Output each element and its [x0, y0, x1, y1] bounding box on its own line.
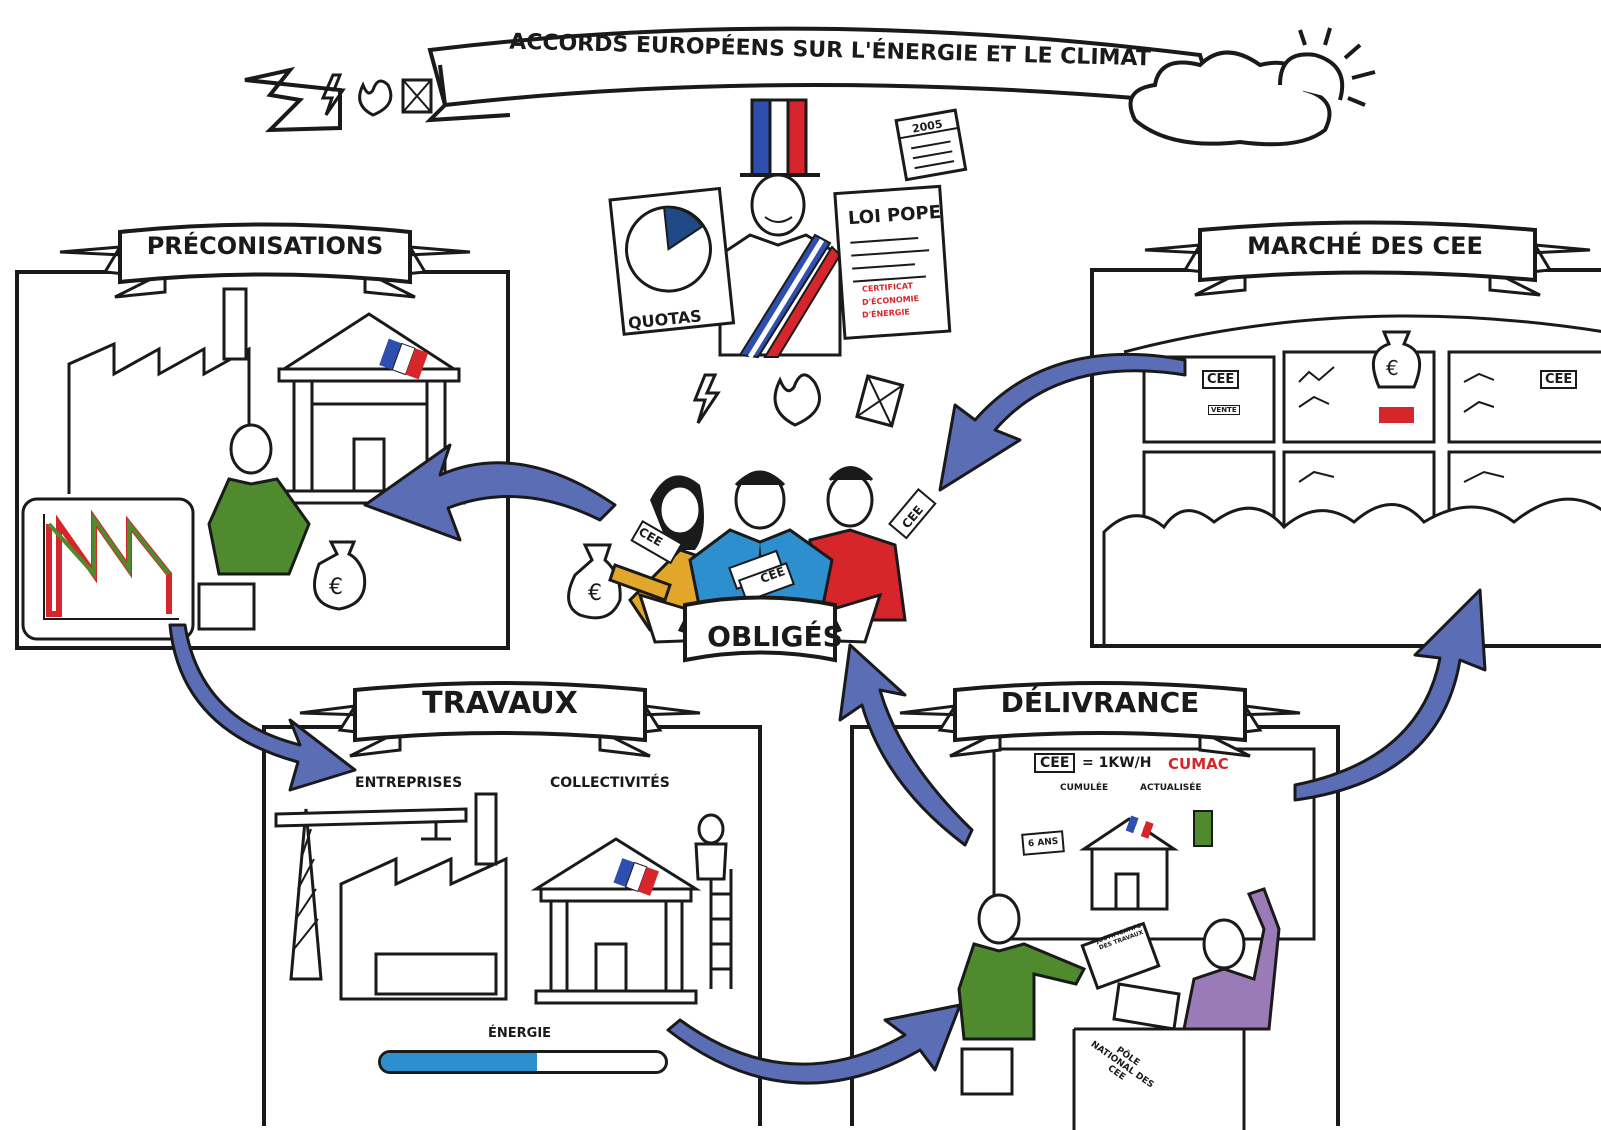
delivrance-cumulee: CUMULÉE: [1060, 783, 1109, 793]
ribbon-marche: [1140, 210, 1595, 300]
top-banner: [240, 10, 1390, 160]
screen-cee-2: CEE: [1540, 370, 1578, 389]
energy-bar: [378, 1050, 668, 1074]
delivrance-ans: 6 ANS: [1021, 830, 1066, 856]
svg-text:€: €: [1386, 356, 1399, 380]
ribbon-preconisations: [55, 212, 475, 302]
state-figure: [600, 95, 980, 365]
panel-marche: €: [1090, 268, 1601, 648]
energy-icons-banner: [318, 70, 438, 120]
obliges-energy-icons: [690, 365, 920, 435]
delivrance-cee-box: CEE: [1034, 753, 1076, 773]
screen-vente: VENTE: [1208, 405, 1240, 415]
ribbon-travaux: [295, 668, 705, 758]
svg-text:€: €: [329, 575, 343, 600]
delivrance-actualisee: ACTUALISÉE: [1140, 783, 1202, 793]
title-travaux: TRAVAUX: [422, 686, 578, 721]
title-marche: MARCHÉ DES CEE: [1247, 232, 1483, 260]
svg-text:€: €: [588, 581, 602, 606]
panel-preconisations: €: [15, 270, 510, 650]
obliges-label: OBLIGÉS: [707, 620, 843, 653]
delivrance-formula: = 1KW/H: [1082, 755, 1152, 771]
title-delivrance: DÉLIVRANCE: [1000, 686, 1200, 719]
obliges-group: €: [560, 430, 960, 680]
label-entreprises: ENTREPRISES: [355, 775, 463, 791]
label-energie: ÉNERGIE: [488, 1026, 552, 1041]
delivrance-cumac: CUMAC: [1168, 755, 1229, 773]
title-preconisations: PRÉCONISATIONS: [146, 232, 384, 260]
ribbon-delivrance: [895, 668, 1305, 758]
screen-cee-1: CEE: [1202, 370, 1240, 389]
label-collectivites: COLLECTIVITÉS: [550, 775, 670, 791]
energy-bar-fill: [381, 1053, 538, 1071]
